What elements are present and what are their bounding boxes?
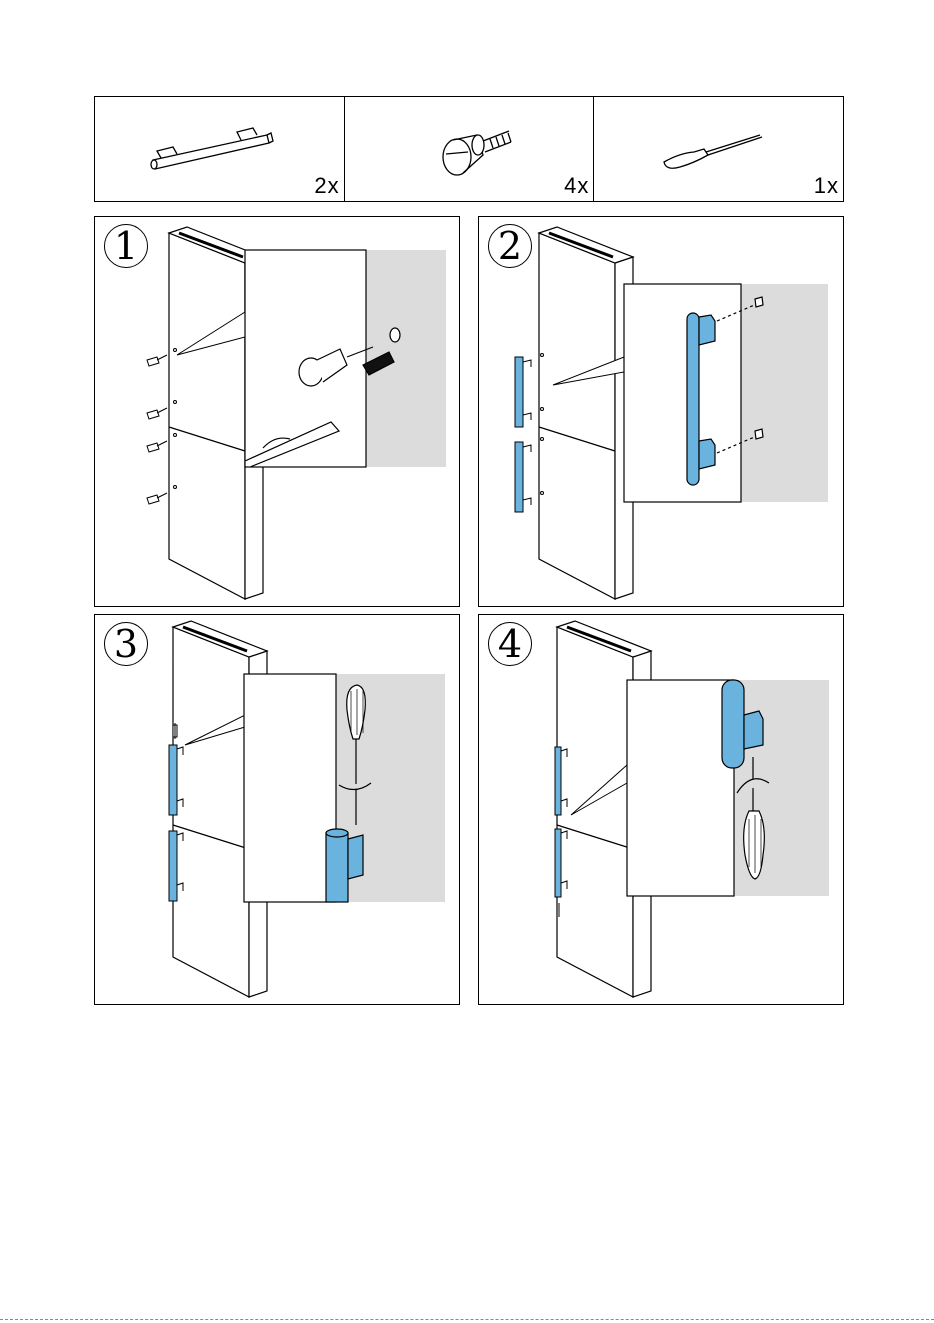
part-quantity: 4x — [564, 173, 589, 199]
step-3-panel: 3 — [94, 614, 460, 1005]
step-1-illustration — [95, 217, 459, 606]
part-handle: 2x — [95, 97, 345, 201]
page-bottom-edge — [0, 1319, 934, 1320]
step-4-illustration — [479, 615, 843, 1004]
part-screwdriver: 1x — [594, 97, 843, 201]
step-number: 2 — [490, 226, 530, 266]
step-2-panel: 2 — [478, 216, 844, 607]
screwdriver-icon — [594, 97, 842, 201]
part-quantity: 2x — [314, 173, 339, 199]
step-2-illustration — [479, 217, 843, 606]
step-number: 4 — [490, 624, 530, 664]
step-1-panel: 1 — [94, 216, 460, 607]
step-number: 3 — [106, 624, 146, 664]
part-quantity: 1x — [814, 173, 839, 199]
step-3-illustration — [95, 615, 459, 1004]
step-4-panel: 4 — [478, 614, 844, 1005]
step-number: 1 — [106, 226, 146, 266]
handle-bar-icon — [95, 97, 345, 201]
part-screw: 4x — [345, 97, 595, 201]
parts-list: 2x 4x 1x — [94, 96, 844, 202]
screw-icon — [345, 97, 595, 201]
